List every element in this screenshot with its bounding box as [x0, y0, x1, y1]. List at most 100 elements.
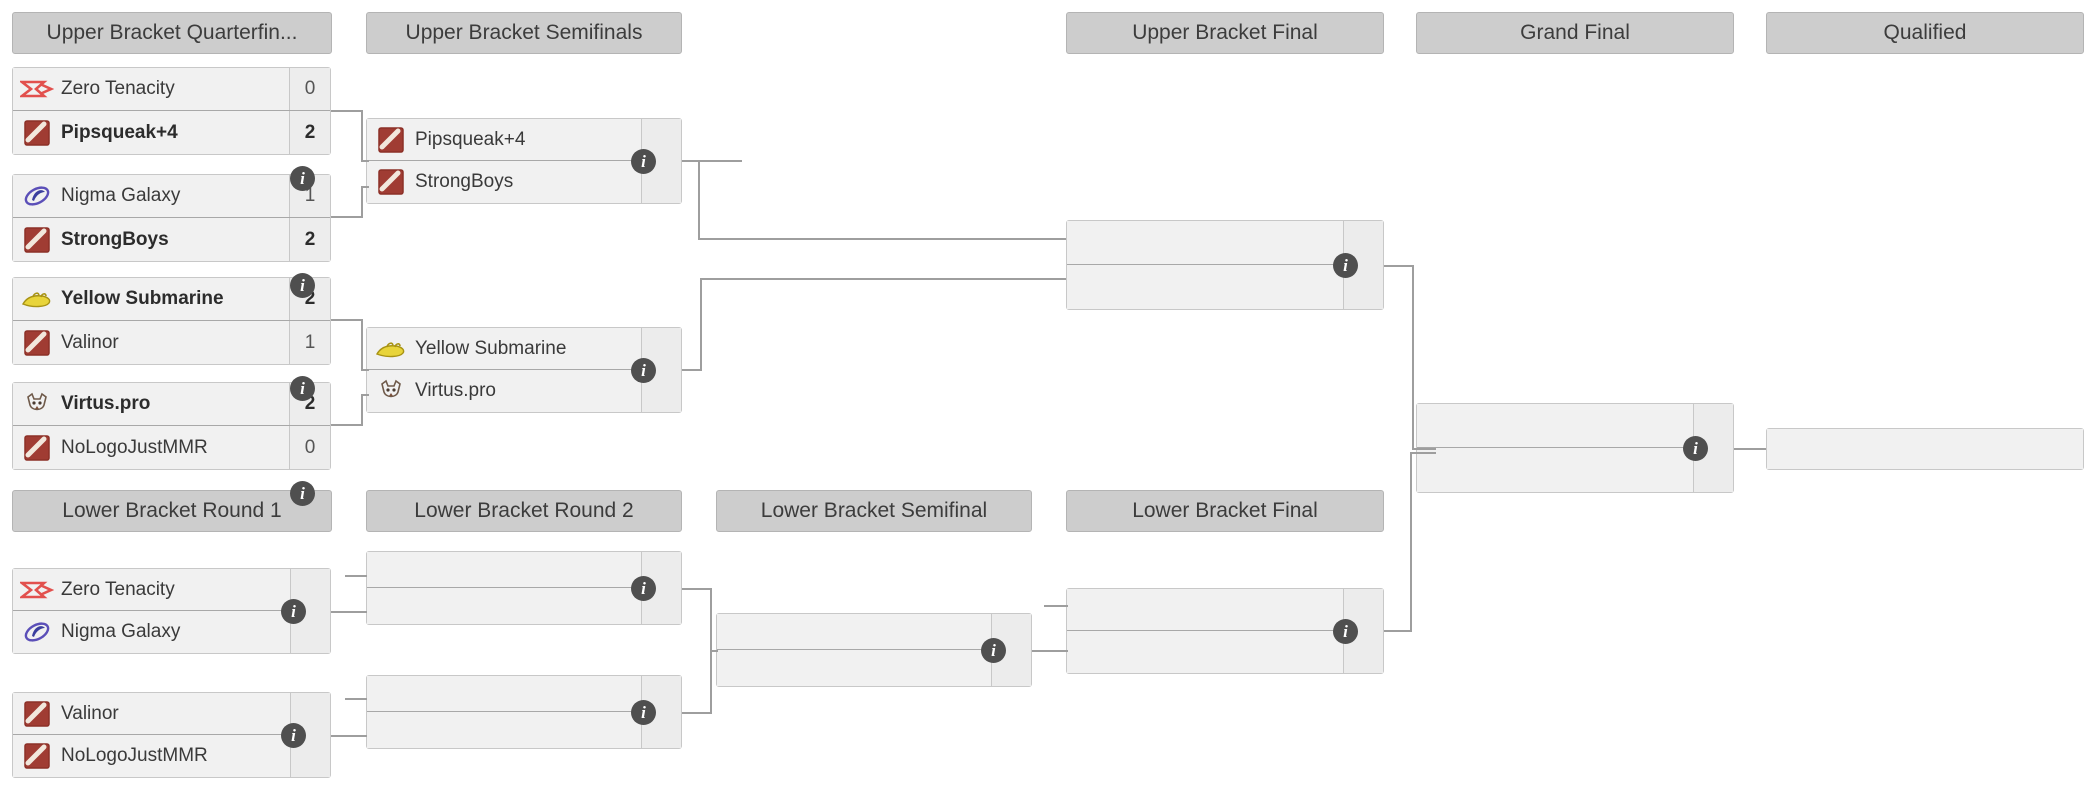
round-header-upper-bracket-semifinals[interactable]: Upper Bracket Semifinals — [366, 12, 682, 54]
connector — [331, 216, 363, 218]
team-logo-dota-default — [19, 434, 55, 462]
team-row[interactable]: Yellow Submarine 2 — [13, 278, 330, 321]
team-row[interactable]: Pipsqueak+4 — [367, 119, 681, 161]
match-ubqf-2[interactable]: Nigma Galaxy 1 StrongBoys 2 i — [12, 174, 331, 298]
round-header-grand-final[interactable]: Grand Final — [1416, 12, 1734, 54]
team-logo-virtus-pro — [373, 377, 409, 405]
team-row[interactable] — [717, 614, 1031, 650]
team-name: NoLogoJustMMR — [61, 745, 208, 766]
connector — [331, 424, 363, 426]
team-name: NoLogoJustMMR — [61, 436, 208, 458]
match-info-icon[interactable]: i — [281, 599, 306, 624]
team-row[interactable]: StrongBoys — [367, 161, 681, 203]
match-grand-final[interactable]: i — [1416, 403, 1734, 493]
team-row[interactable]: StrongBoys 2 — [13, 218, 330, 261]
round-header-qualified[interactable]: Qualified — [1766, 12, 2084, 54]
match-ubqf-3[interactable]: Yellow Submarine 2 Valinor 1 i — [12, 277, 331, 401]
match-lbr2-2[interactable]: i — [366, 675, 682, 749]
round-header-upper-bracket-final[interactable]: Upper Bracket Final — [1066, 12, 1384, 54]
connector — [361, 186, 369, 188]
connector — [361, 110, 363, 162]
match-lower-bracket-final[interactable]: i — [1066, 588, 1384, 674]
connector — [361, 186, 363, 218]
connector — [1032, 650, 1068, 652]
match-lbr2-1[interactable]: i — [366, 551, 682, 625]
match-ubqf-4[interactable]: Virtus.pro 2 NoLogoJustMMR 0 i — [12, 382, 331, 506]
connector — [710, 650, 712, 714]
team-row[interactable] — [367, 676, 681, 712]
connector — [1412, 448, 1436, 450]
team-row[interactable]: NoLogoJustMMR 0 — [13, 426, 330, 469]
team-row[interactable]: Nigma Galaxy — [13, 611, 330, 653]
team-row[interactable] — [1067, 221, 1383, 265]
round-header-lower-bracket-semifinal[interactable]: Lower Bracket Semifinal — [716, 490, 1032, 532]
team-row[interactable]: Zero Tenacity 0 — [13, 68, 330, 111]
team-name: Nigma Galaxy — [61, 185, 181, 206]
team-row[interactable]: Virtus.pro 2 — [13, 383, 330, 426]
team-name: Pipsqueak+4 — [61, 121, 178, 143]
team-row[interactable] — [1417, 448, 1733, 492]
team-row[interactable]: Nigma Galaxy 1 — [13, 175, 330, 218]
round-header-lower-bracket-round-1[interactable]: Lower Bracket Round 1 — [12, 490, 332, 532]
team-row[interactable] — [1067, 265, 1383, 309]
match-info-icon[interactable]: i — [290, 166, 315, 191]
match-ubsf-1[interactable]: Pipsqueak+4 StrongBoys i — [366, 118, 682, 204]
match-info-icon[interactable]: i — [1333, 253, 1358, 278]
team-row[interactable]: Zero Tenacity — [13, 569, 330, 611]
connector — [331, 611, 367, 613]
team-row[interactable] — [1067, 631, 1383, 673]
team-name: Valinor — [61, 331, 119, 353]
connector — [345, 575, 367, 577]
match-lbr1-1[interactable]: Zero Tenacity Nigma Galaxy i — [12, 568, 331, 654]
team-row[interactable]: Valinor 1 — [13, 321, 330, 364]
match-info-icon[interactable]: i — [981, 638, 1006, 663]
connector — [698, 238, 1066, 240]
match-lbr1-2[interactable]: Valinor NoLogoJustMMR i — [12, 692, 331, 778]
team-row[interactable] — [367, 712, 681, 748]
round-header-lower-bracket-round-2[interactable]: Lower Bracket Round 2 — [366, 490, 682, 532]
round-header-lower-bracket-final[interactable]: Lower Bracket Final — [1066, 490, 1384, 532]
team-row[interactable] — [1417, 404, 1733, 448]
team-row[interactable] — [367, 588, 681, 624]
match-info-icon[interactable]: i — [631, 576, 656, 601]
team-row[interactable] — [717, 650, 1031, 686]
team-name: Zero Tenacity — [61, 78, 175, 99]
match-ubqf-1[interactable]: Zero Tenacity 0 Pipsqueak+4 2 i — [12, 67, 331, 191]
match-upper-bracket-final[interactable]: i — [1066, 220, 1384, 310]
team-row[interactable]: NoLogoJustMMR — [13, 735, 330, 777]
match-info-icon[interactable]: i — [281, 723, 306, 748]
team-logo-dota-default — [19, 329, 55, 357]
match-ubsf-2[interactable]: Yellow Submarine Virtus.pro i — [366, 327, 682, 413]
match-info-icon[interactable]: i — [290, 376, 315, 401]
team-row[interactable] — [1767, 429, 2083, 469]
connector — [700, 278, 1066, 280]
match-lower-bracket-semifinal[interactable]: i — [716, 613, 1032, 687]
round-header-upper-bracket-quarterfinals[interactable]: Upper Bracket Quarterfin... — [12, 12, 332, 54]
match-info-icon[interactable]: i — [1683, 436, 1708, 461]
match-info-icon[interactable]: i — [290, 273, 315, 298]
connector — [331, 319, 363, 321]
team-row[interactable]: Valinor — [13, 693, 330, 735]
connector — [331, 735, 367, 737]
match-info-icon[interactable]: i — [631, 149, 656, 174]
team-row[interactable] — [367, 552, 681, 588]
match-qualified-slot[interactable] — [1766, 428, 2084, 470]
team-row[interactable]: Virtus.pro — [367, 370, 681, 412]
match-info-icon[interactable]: i — [631, 700, 656, 725]
team-logo-dota-default — [19, 742, 55, 770]
team-name: StrongBoys — [415, 171, 514, 192]
match-info-icon[interactable]: i — [1333, 619, 1358, 644]
match-info-icon[interactable]: i — [290, 481, 315, 506]
team-row[interactable]: Pipsqueak+4 2 — [13, 111, 330, 154]
team-score: 0 — [289, 426, 330, 469]
team-logo-dota-default — [19, 700, 55, 728]
team-row[interactable] — [1067, 589, 1383, 631]
match-info-icon[interactable]: i — [631, 358, 656, 383]
team-row[interactable]: Yellow Submarine — [367, 328, 681, 370]
connector — [682, 712, 712, 714]
team-logo-nigma-galaxy — [19, 182, 55, 210]
connector — [1734, 448, 1766, 450]
connector — [1410, 452, 1436, 454]
connector — [700, 278, 702, 370]
